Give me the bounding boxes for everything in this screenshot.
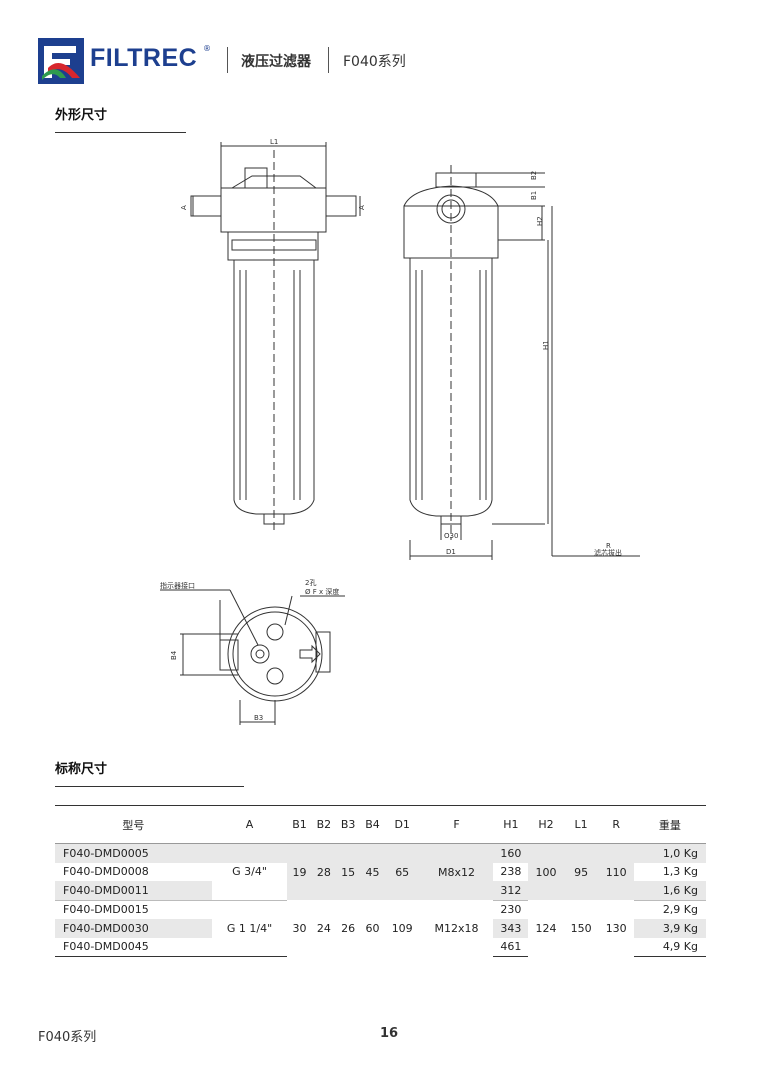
col-b4: B4 xyxy=(360,805,385,844)
table-header-row: 型号 A B1 B2 B3 B4 D1 F H1 H2 L1 R 重量 xyxy=(55,805,706,844)
cell-model: F040-DMD0005 xyxy=(55,843,212,863)
dim-b2: B2 xyxy=(530,171,538,180)
dim-b3: B3 xyxy=(254,714,263,722)
label-holes-count: 2孔 xyxy=(305,579,316,587)
cell-weight: 3,9 Kg xyxy=(633,919,706,938)
cell-model: F040-DMD0008 xyxy=(63,865,149,879)
cell-f: M12x18 xyxy=(434,921,479,935)
cell-h1: 343 xyxy=(493,919,529,938)
label-indicator-port: 指示器接口 xyxy=(160,581,195,590)
cell-h1: 238 xyxy=(500,865,522,879)
front-view xyxy=(190,142,361,530)
cell-model: F040-DMD0045 xyxy=(55,937,212,957)
bottom-view xyxy=(160,589,345,725)
label-holes-spec: Ø F x 深度 xyxy=(305,587,339,596)
cell-h2: 124 xyxy=(535,921,557,935)
table-row: F040-DMD0005 19 28 15 45 65 M8x12 160 10… xyxy=(55,843,706,900)
cell-r: 130 xyxy=(605,921,627,935)
col-weight: 重量 xyxy=(633,805,706,844)
col-model: 型号 xyxy=(55,805,212,844)
cell-b3: 15 xyxy=(336,843,361,900)
col-b3: B3 xyxy=(336,805,361,844)
dim-d1: D1 xyxy=(446,548,456,556)
cell-b2: 28 xyxy=(311,843,337,900)
cell-f: M8x12 xyxy=(419,843,494,900)
col-f: F xyxy=(419,805,494,844)
col-l1: L1 xyxy=(563,805,599,844)
header-divider xyxy=(328,47,329,73)
cell-model: F040-DMD0011 xyxy=(55,881,212,901)
footer-series: F040系列 xyxy=(38,1030,97,1045)
dim-a-right: A xyxy=(358,205,366,210)
section-underline xyxy=(55,786,244,787)
technical-drawing: L1 A A B2 B1 H2 H1 O30 D1 R 滤芯拔出 指示器接口 2… xyxy=(160,138,640,725)
dim-b1: B1 xyxy=(530,191,538,200)
cell-weight: 2,9 Kg xyxy=(662,903,698,917)
cell-r: 110 xyxy=(598,843,634,900)
cell-weight: 1,0 Kg xyxy=(633,843,706,863)
col-h2: H2 xyxy=(528,805,564,844)
cell-d1: 65 xyxy=(384,843,420,900)
section-title-nominal: 标称尺寸 xyxy=(55,762,108,777)
cell-d1: 109 xyxy=(391,921,413,935)
cell-model: F040-DMD0030 xyxy=(55,919,212,938)
spec-table: 型号 A B1 B2 B3 B4 D1 F H1 H2 L1 R 重量 F040… xyxy=(55,805,706,957)
table-row: F040-DMD0011 312 1,6 Kg xyxy=(55,881,706,901)
dim-l1: L1 xyxy=(270,138,278,146)
brand-name: FILTREC xyxy=(90,44,198,72)
col-b2: B2 xyxy=(311,805,337,844)
header-divider xyxy=(227,47,228,73)
page-number: 16 xyxy=(380,1026,399,1041)
dim-h2: H2 xyxy=(536,216,544,226)
cell-l1: 150 xyxy=(570,921,592,935)
cell-h2: 100 xyxy=(528,843,564,900)
table-row: F040-DMD0030 G 1 1/4" 343 3,9 Kg xyxy=(55,919,706,938)
cell-weight: 1,6 Kg xyxy=(633,881,706,901)
dim-h1: H1 xyxy=(542,340,550,350)
dim-b4: B4 xyxy=(170,650,178,660)
col-d1: D1 xyxy=(384,805,420,844)
header-series: F040系列 xyxy=(343,54,406,70)
dim-r-note: 滤芯拔出 xyxy=(594,548,622,557)
cell-b4: 45 xyxy=(360,843,385,900)
side-view xyxy=(403,165,640,560)
cell-l1: 95 xyxy=(563,843,599,900)
cell-b4: 60 xyxy=(365,921,380,935)
cell-weight: 4,9 Kg xyxy=(633,937,706,957)
cell-weight: 1,3 Kg xyxy=(662,865,698,879)
cell-h1: 461 xyxy=(493,937,529,957)
dim-r: R xyxy=(606,542,611,550)
cell-h1: 230 xyxy=(500,903,522,917)
table-row: F040-DMD0008 G 3/4" 238 1,3 Kg xyxy=(55,863,706,882)
cell-h1: 160 xyxy=(493,843,529,863)
cell-h1: 312 xyxy=(493,881,529,901)
section-title-dimensions: 外形尺寸 xyxy=(55,108,108,123)
header-category: 液压过滤器 xyxy=(241,54,311,70)
registered-mark: ® xyxy=(203,44,211,53)
cell-a: G 1 1/4" xyxy=(226,921,273,935)
cell-b1: 19 xyxy=(287,843,312,900)
col-b1: B1 xyxy=(287,805,312,844)
cell-b1: 30 xyxy=(292,921,307,935)
logo-mark-icon xyxy=(38,38,84,84)
col-h1: H1 xyxy=(493,805,529,844)
col-a: A xyxy=(211,805,288,844)
filtrec-logo xyxy=(38,38,84,84)
col-r: R xyxy=(598,805,634,844)
section-underline xyxy=(55,132,186,133)
cell-b3: 26 xyxy=(341,921,356,935)
cell-b2: 24 xyxy=(316,921,331,935)
cell-model: F040-DMD0015 xyxy=(63,903,149,917)
table-row: F040-DMD0045 461 4,9 Kg xyxy=(55,937,706,957)
table-row: F040-DMD0015 30 24 26 60 109 M12x18 230 … xyxy=(55,900,706,935)
dim-o30: O30 xyxy=(444,532,458,540)
dim-a-left: A xyxy=(180,205,188,210)
cell-a: G 3/4" xyxy=(232,865,267,879)
